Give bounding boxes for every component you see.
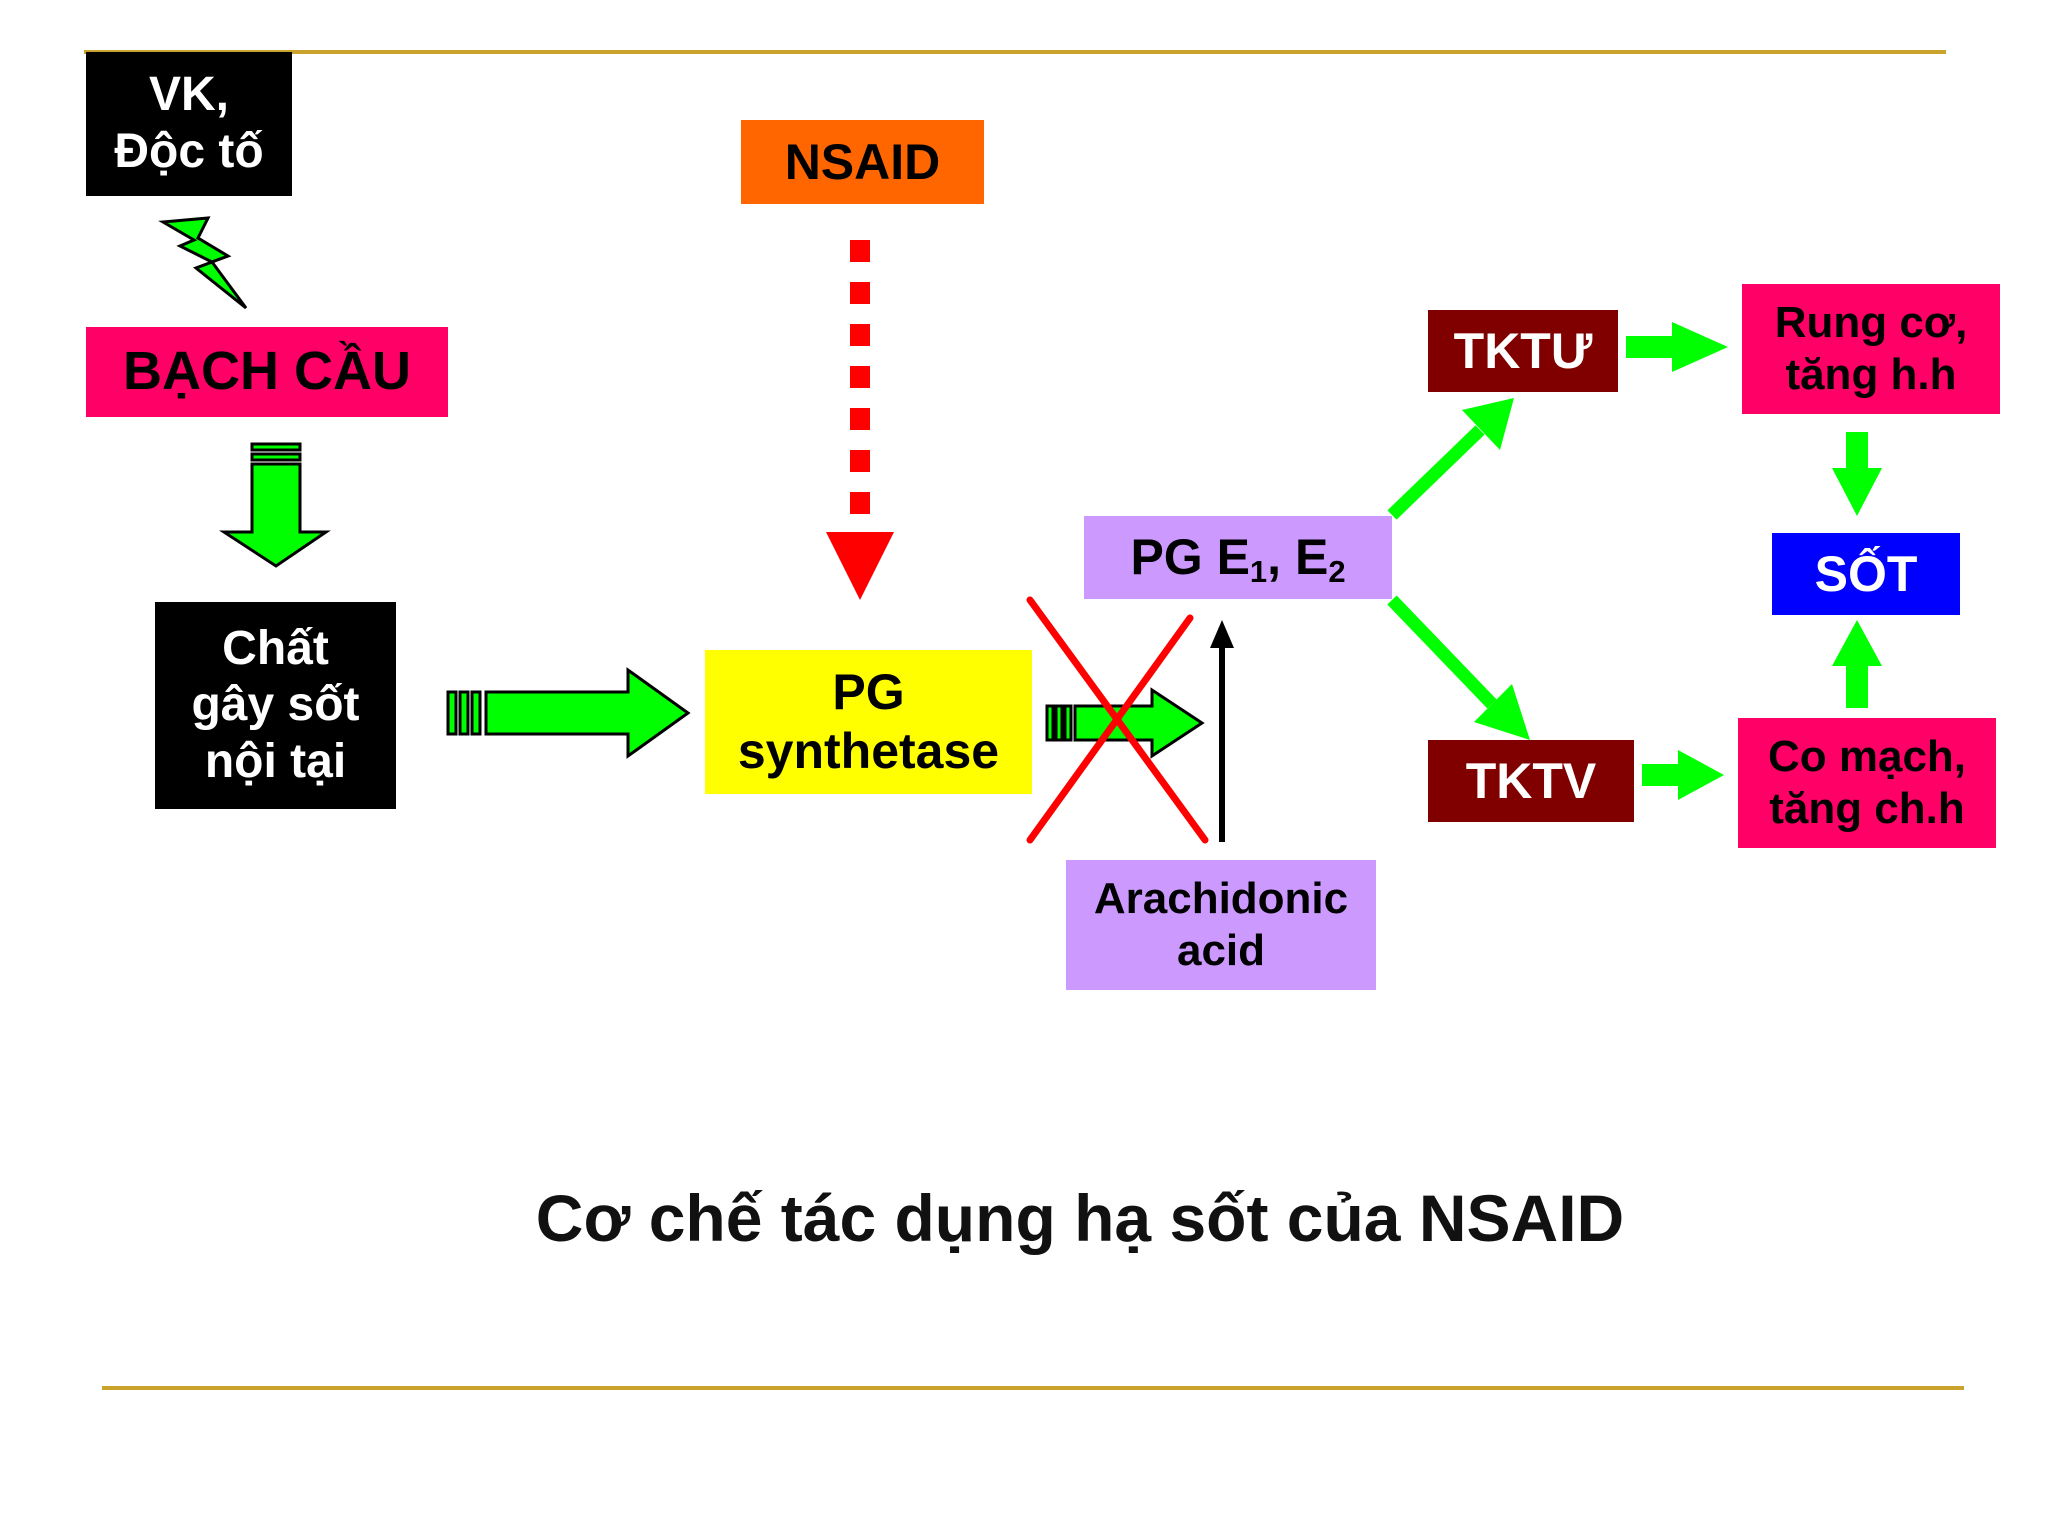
arachidonic-box: Arachidonic acid — [1066, 860, 1376, 990]
tktu-label: TKTƯ — [1453, 322, 1593, 379]
rungco-to-sot-shaft — [1846, 432, 1868, 470]
tktv-to-comach-shaft — [1642, 764, 1680, 786]
vk-doc-to-box: VK, Độc tố — [86, 52, 292, 196]
pge-prefix: PG E — [1130, 529, 1250, 585]
tktu-box: TKTƯ — [1428, 310, 1618, 392]
comach-to-sot-shaft — [1846, 664, 1868, 708]
rungco-line1: Rung cơ, — [1774, 298, 1968, 348]
pge-sub1: 1 — [1249, 553, 1268, 589]
rungco-line2: tăng h.h — [1785, 350, 1957, 399]
vk-line2: Độc tố — [114, 125, 264, 178]
nsaid-inhibit-arrowhead — [826, 532, 894, 600]
co-mach-box: Co mạch, tăng ch.h — [1738, 718, 1996, 848]
diagram-caption: Cơ chế tác dụng hạ sốt của NSAID — [535, 1181, 1625, 1255]
chat-line2: gây sốt — [191, 678, 360, 732]
pgs-to-pge-arrow — [1045, 687, 1205, 759]
comach-line1: Co mạch, — [1767, 732, 1967, 782]
sot-box: SỐT — [1772, 533, 1960, 615]
blocked-x-mark — [1026, 596, 1209, 844]
pge-to-tktv-line — [1387, 595, 1497, 709]
lightning-bolt-icon — [158, 216, 248, 310]
comach-line2: tăng ch.h — [1769, 784, 1965, 833]
chat-line3: nội tại — [204, 734, 347, 788]
tktv-label: TKTV — [1465, 752, 1597, 809]
pge-to-tktu-arrowhead — [1462, 398, 1514, 450]
chat-gay-sot-box: Chất gây sốt nội tại — [155, 602, 396, 809]
chat-line1: Chất — [222, 621, 329, 675]
nsaid-box: NSAID — [741, 120, 984, 204]
nsaid-label: NSAID — [784, 133, 941, 190]
bach-cau-box: BẠCH CẦU — [86, 327, 448, 417]
pgs-line2: synthetase — [737, 723, 1000, 779]
arachidonic-line2: acid — [1176, 926, 1266, 975]
pg-synthetase-box: PG synthetase — [705, 650, 1032, 794]
tktv-to-comach-arrowhead — [1678, 750, 1724, 800]
sot-label: SỐT — [1814, 545, 1918, 602]
rungco-to-sot-arrowhead — [1832, 468, 1882, 516]
arachidonic-up-arrowhead — [1210, 620, 1234, 648]
chat-to-pgs-arrow — [446, 667, 691, 759]
pge-to-tktu-line — [1387, 425, 1485, 520]
arachidonic-line1: Arachidonic — [1093, 874, 1349, 924]
pge-to-tktv-arrowhead — [1474, 684, 1530, 740]
bachcau-down-arrow — [218, 442, 331, 568]
comach-to-sot-arrowhead — [1832, 620, 1882, 666]
bottom-rule — [102, 1386, 1964, 1390]
pge-box: PG E1, E2 — [1084, 516, 1392, 599]
vk-line1: VK, — [148, 68, 229, 122]
pge-sub2: 2 — [1328, 553, 1346, 589]
pge-sep: , E — [1267, 529, 1329, 585]
top-rule — [84, 50, 1946, 54]
rung-co-box: Rung cơ, tăng h.h — [1742, 284, 2000, 414]
bach-cau-label: BẠCH CẦU — [123, 341, 411, 402]
pgs-line1: PG — [832, 664, 905, 720]
tktv-box: TKTV — [1428, 740, 1634, 822]
tktu-to-rungco-arrowhead — [1672, 322, 1728, 372]
pge-label: PG E1, E2 — [1130, 528, 1345, 587]
tktu-to-rungco-shaft — [1626, 336, 1674, 358]
